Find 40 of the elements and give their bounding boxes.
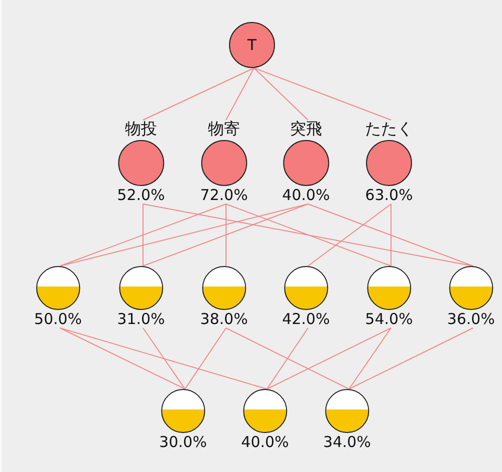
connector-line — [60, 328, 268, 390]
connector-line — [226, 328, 350, 390]
node-label: 物投 — [125, 120, 157, 138]
connector-line — [142, 204, 144, 266]
connector-line — [390, 204, 392, 266]
percentage-label: 38.0% — [200, 311, 248, 328]
connector-line — [254, 68, 392, 120]
percentage-label: 52.0% — [117, 187, 165, 204]
connector-line — [142, 204, 308, 266]
node-label: たたく — [365, 120, 413, 138]
connector-line — [60, 204, 308, 266]
connector-line — [226, 204, 392, 266]
connector-line — [184, 328, 226, 390]
connector-line — [60, 328, 186, 390]
percentage-label: 34.0% — [323, 434, 371, 451]
percentage-label: 40.0% — [282, 187, 330, 204]
node-label: 突飛 — [290, 120, 322, 138]
connector-line — [348, 328, 474, 390]
connector-line — [142, 204, 474, 266]
connector-line — [254, 68, 308, 120]
percentage-label: 31.0% — [117, 311, 165, 328]
percentage-label: 50.0% — [34, 311, 82, 328]
connector-line — [60, 204, 226, 266]
percentage-label: 40.0% — [241, 434, 289, 451]
percentage-label: 30.0% — [159, 434, 207, 451]
connector-line — [266, 328, 392, 390]
percentage-label: 72.0% — [200, 187, 248, 204]
node-circle: T — [229, 22, 275, 68]
connector-line — [142, 68, 254, 120]
percentage-label: 63.0% — [365, 187, 413, 204]
connector-line — [226, 68, 254, 120]
percentage-label: 42.0% — [282, 311, 330, 328]
connector-line — [308, 204, 474, 266]
percentage-label: 54.0% — [365, 311, 413, 328]
connector-line — [348, 328, 392, 390]
connector-line — [266, 328, 308, 390]
percentage-label: 36.0% — [447, 311, 495, 328]
connector-line — [308, 204, 392, 266]
connector-line — [142, 328, 186, 390]
node-label: 物寄 — [208, 120, 240, 138]
